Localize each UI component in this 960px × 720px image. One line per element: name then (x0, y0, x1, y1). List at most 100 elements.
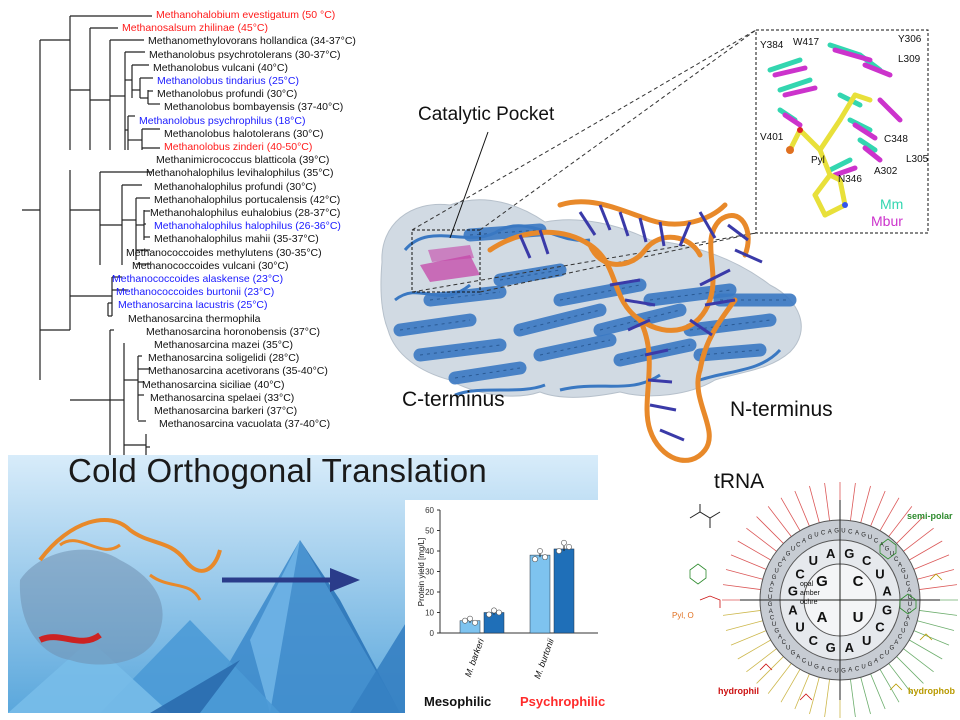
base-pair (698, 211, 717, 239)
codon-third-base: A (828, 529, 832, 535)
residue-label: W417 (793, 37, 820, 48)
residue-label: L309 (898, 54, 921, 65)
alpha-helix (513, 303, 607, 337)
codon-second-base: C (875, 620, 885, 635)
taxon-label: Methanosarcina horonobensis (37°C) (146, 325, 321, 338)
residue-label: L305 (906, 154, 929, 165)
side-chain-spoke (737, 540, 771, 561)
codon-second-base: C (809, 633, 819, 648)
taxon-label: Methanohalophilus euhalobius (28-37°C) (150, 207, 341, 219)
residue-stick-mbur (782, 112, 803, 128)
side-chain-spoke (870, 673, 886, 710)
group-label-mesophilic: Mesophilic (424, 694, 492, 709)
codon-third-base: A (848, 668, 852, 674)
side-chain-spoke (870, 490, 886, 527)
codon-second-base: U (795, 620, 804, 635)
pyl-ligand (852, 92, 873, 103)
side-chain-spoke (767, 506, 792, 537)
trna-backbone (487, 213, 751, 333)
residue-label: V401 (760, 132, 784, 143)
y-tick-label: 60 (425, 506, 434, 515)
base-pair (659, 428, 685, 442)
codon-second-base: A (882, 584, 892, 599)
data-point (532, 556, 538, 563)
taxon-label: Methanococcoides vulcani (30°C) (132, 259, 289, 272)
codon-third-base: U (772, 622, 776, 628)
base-pair (678, 221, 692, 247)
residue-label: N346 (838, 174, 862, 185)
data-point (472, 619, 478, 626)
side-chain-spoke (737, 639, 771, 660)
codon-second-base: A (826, 546, 836, 561)
data-point (537, 548, 543, 554)
side-chain-spoke (919, 610, 958, 616)
codon-third-base: G (772, 575, 777, 581)
taxon-label: Methanosarcina barkeri (37°C) (154, 405, 298, 417)
codon-third-base: G (791, 650, 796, 656)
alpha-helix (553, 278, 647, 307)
alpha-helix (448, 361, 527, 385)
side-chain-spoke (722, 610, 761, 616)
taxon-label: Methanolobus tindarius (25°C) (157, 75, 299, 87)
taxon-label: Methanosarcina thermophila (128, 312, 261, 325)
helix-ridge (499, 269, 561, 281)
side-chain-spoke (903, 648, 934, 673)
codon-third-base: C (894, 557, 899, 563)
base-pair (699, 268, 731, 287)
helix-ridge (539, 339, 611, 356)
ice-facet (150, 660, 240, 713)
codon-third-base: U (908, 602, 912, 608)
codon-second-base: G (788, 584, 798, 599)
side-chain-spoke (850, 679, 856, 718)
residue-stick-mbur (832, 47, 873, 63)
side-chain-spoke (794, 490, 810, 527)
base-pair (518, 234, 532, 259)
side-chain-spoke (888, 506, 913, 537)
taxon-label: Methanosarcina vacuolata (37-40°C) (159, 418, 331, 431)
codon-third-base: U (841, 529, 845, 535)
codon-third-base: C (770, 616, 775, 622)
codon-third-base: G (890, 646, 895, 652)
codon-third-base: U (768, 595, 772, 601)
pyl-ligand (797, 127, 823, 153)
side-chain-spoke (730, 630, 767, 646)
codon-third-base: G (808, 535, 813, 541)
residue-stick-mm (777, 77, 813, 93)
zoom-line (479, 29, 757, 231)
taxon-label: Methanolobus profundi (30°C) (157, 88, 298, 101)
y-axis-label: Protein yield [mg/L] (417, 538, 426, 606)
codon-third-base: C (769, 588, 774, 594)
side-chain-spoke (860, 677, 871, 715)
taxon-label: Methanolobus zinderi (40-50°C) (164, 141, 313, 153)
data-point (467, 615, 473, 622)
mini-active-site (38, 632, 102, 644)
codon-second-base: G (826, 640, 836, 655)
codon-second-base: A (845, 640, 855, 655)
codon-third-base: A (880, 542, 884, 548)
codon-third-base: A (907, 588, 911, 594)
codon-third-base: U (904, 575, 908, 581)
side-chain-spoke (919, 584, 958, 590)
base-pair (649, 403, 677, 412)
residue-label: A302 (874, 166, 898, 177)
side-chain-spoke (756, 656, 784, 684)
legend-mm: Mm (880, 196, 904, 212)
protein-loop (454, 383, 546, 397)
residue-stick-mm (767, 57, 803, 73)
side-chain-spoke (903, 527, 934, 552)
base-pair (624, 298, 656, 307)
codon-second-base: G (844, 546, 854, 561)
taxon-label: Methanosarcina spelaei (33°C) (150, 391, 295, 404)
codon-third-base: A (769, 609, 773, 615)
c-terminus-label: C-terminus (402, 388, 505, 411)
taxon-label: Methanosalsum zhilinae (45°C) (122, 22, 269, 35)
residue-stick-mbur (862, 145, 883, 163)
codon-third-base: C (906, 581, 911, 587)
codon-third-base: U (901, 628, 905, 634)
arrow-head (330, 568, 360, 592)
codon-third-base: G (841, 668, 846, 674)
codon-third-base: U (861, 664, 865, 670)
residue-stick-mbur (862, 62, 893, 78)
